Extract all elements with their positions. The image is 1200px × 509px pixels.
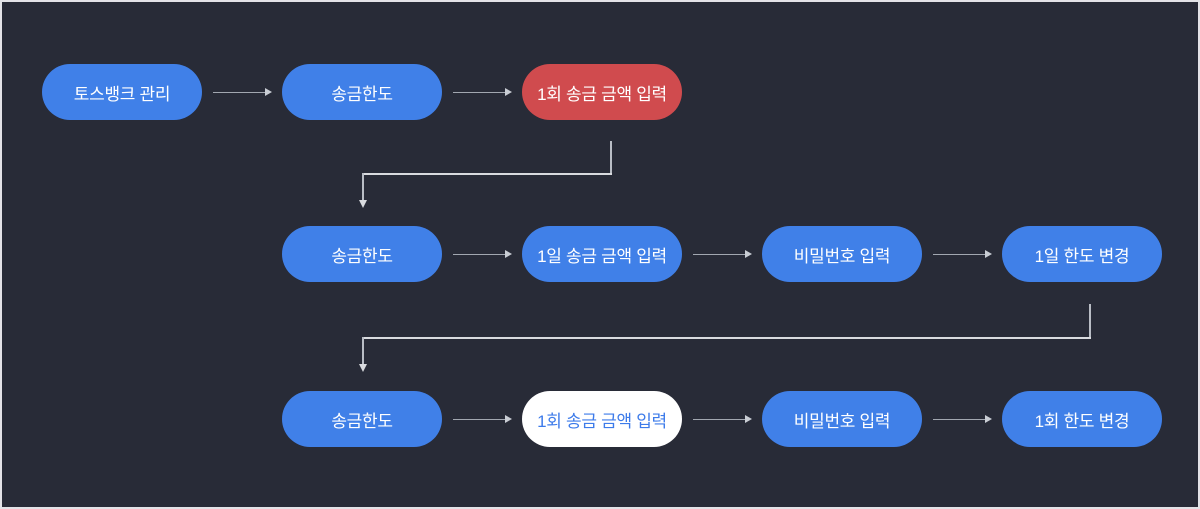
connector2-horizontal — [361, 337, 1091, 339]
arrow-line — [453, 91, 506, 93]
connector1-vertical-start — [609, 141, 612, 174]
arrow-line — [933, 253, 986, 255]
arrow-line — [453, 253, 506, 255]
arrow-right-icon — [693, 250, 752, 259]
arrow-line — [933, 418, 986, 420]
arrow-right-icon — [693, 415, 752, 424]
arrow-head-icon — [985, 250, 992, 258]
node-daily-limit-change: 1일 한도 변경 — [1002, 226, 1162, 282]
arrow-line — [453, 418, 506, 420]
arrow-line — [693, 253, 746, 255]
node-transfer-limit-row2: 송금한도 — [282, 226, 442, 282]
arrow-line — [213, 91, 266, 93]
arrow-head-icon — [505, 88, 512, 96]
arrow-head-icon — [985, 415, 992, 423]
node-single-transfer-amount-input-active: 1회 송금 금액 입력 — [522, 391, 682, 447]
connector2-arrow-head-icon — [358, 364, 367, 372]
connector1-horizontal — [361, 173, 612, 175]
node-password-input-row2: 비밀번호 입력 — [762, 226, 922, 282]
node-transfer-limit-row3: 송금한도 — [282, 391, 442, 447]
node-password-input-row3: 비밀번호 입력 — [762, 391, 922, 447]
connector2-vertical-start — [1088, 304, 1091, 338]
node-single-limit-change: 1회 한도 변경 — [1002, 391, 1162, 447]
connector1-vertical-end — [361, 173, 364, 201]
connector2-vertical-end — [361, 337, 364, 365]
arrow-right-icon — [453, 250, 512, 259]
node-daily-transfer-amount-input: 1일 송금 금액 입력 — [522, 226, 682, 282]
arrow-head-icon — [745, 250, 752, 258]
arrow-head-icon — [505, 415, 512, 423]
arrow-right-icon — [453, 88, 512, 97]
node-transfer-limit-row1: 송금한도 — [282, 64, 442, 120]
arrow-right-icon — [933, 250, 992, 259]
node-single-transfer-amount-input-highlight: 1회 송금 금액 입력 — [522, 64, 682, 120]
arrow-head-icon — [505, 250, 512, 258]
arrow-right-icon — [213, 88, 272, 97]
arrow-line — [693, 418, 746, 420]
node-tossbank-manage: 토스뱅크 관리 — [42, 64, 202, 120]
arrow-head-icon — [265, 88, 272, 96]
arrow-head-icon — [745, 415, 752, 423]
connector1-arrow-head-icon — [358, 200, 367, 208]
arrow-right-icon — [453, 415, 512, 424]
arrow-right-icon — [933, 415, 992, 424]
